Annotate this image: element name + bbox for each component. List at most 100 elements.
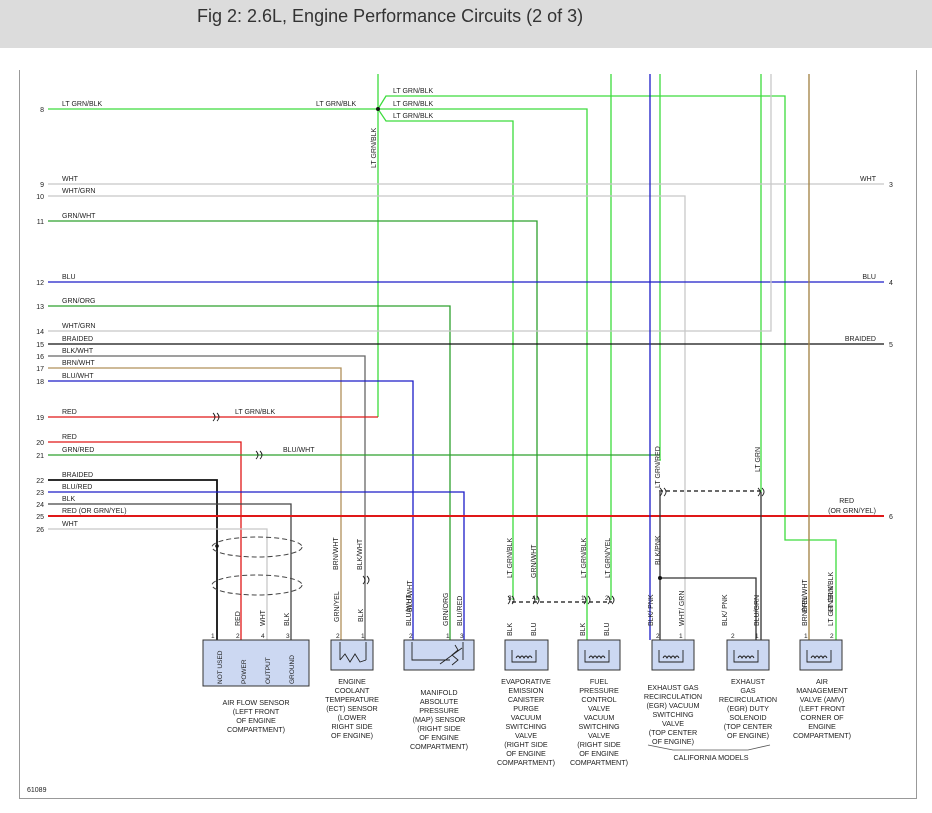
caption-evap-7: (RIGHT SIDE [504, 740, 548, 749]
caption-afs-1: (LEFT FRONT [233, 707, 280, 716]
caption-map-1: ABSOLUTE [420, 697, 459, 706]
wire-label-w9: WHT [62, 176, 79, 183]
connector-pin-number-12: 2 [605, 595, 609, 602]
pin-number-8: 8 [40, 107, 44, 114]
wire-label-v_ltgrn: LT GRN [755, 447, 762, 472]
pin-number-14: 14 [36, 329, 44, 336]
caption-ect-1: COOLANT [335, 686, 370, 695]
caption-map-3: (MAP) SENSOR [413, 715, 466, 724]
connector-pin-number-3: 3 [286, 633, 290, 640]
wire-evap-feed [377, 108, 514, 600]
wire-26 [48, 528, 268, 640]
pin-number-22: 22 [36, 478, 44, 485]
wire-label-w19: RED [62, 409, 77, 416]
connector-pin-number-9: 3 [508, 595, 512, 602]
connector-pin-number-6: 2 [409, 633, 413, 640]
wire-label-w12: BLU [62, 274, 76, 281]
pin-label-afs-1: WHT [260, 609, 267, 626]
caption-egrv-6: OF ENGINE) [652, 737, 694, 746]
caption-ect-3: (ECT) SENSOR [326, 704, 378, 713]
pin-label-map-0: BLU/WHT [406, 594, 413, 626]
pin-label-amv-1: LT GRN/BLK [828, 585, 835, 626]
wire-layer [48, 74, 884, 751]
pin-number-right-3: 3 [889, 182, 893, 189]
wire-label-t1: LT GRN/BLK [393, 88, 434, 95]
caption-afs-2: OF ENGINE [236, 716, 276, 725]
ect-thermistor-symbol [339, 642, 367, 663]
pin-label-egrv-0: BLK/ PNK [648, 594, 655, 626]
wire-label-r3: WHT [860, 176, 877, 183]
label-layer: 8910111213141516171819202122232425263456… [27, 88, 893, 794]
pin-number-18: 18 [36, 379, 44, 386]
pin-number-26: 26 [36, 527, 44, 534]
figure-header: Fig 2: 2.6L, Engine Performance Circuits… [0, 0, 932, 48]
wire-label-v_bluwht: BLU/WHT [407, 580, 414, 612]
pin-number-10: 10 [36, 194, 44, 201]
caption-evap-6: VALVE [515, 731, 537, 740]
wire-label-w15: BRAIDED [62, 336, 93, 343]
caption-egrd-6: OF ENGINE) [727, 731, 769, 740]
caption-map-2: PRESSURE [419, 706, 459, 715]
connector-pin-number-18: 2 [830, 633, 834, 640]
pin-number-13: 13 [36, 304, 44, 311]
connector-pin-number-15: 2 [731, 633, 735, 640]
component-afs [202, 639, 310, 687]
wire-label-t2: LT GRN/BLK [393, 101, 434, 108]
wire-label-w16: BLK/WHT [62, 348, 94, 355]
connector-pin-number-1: 2 [236, 633, 240, 640]
component-egrv [651, 639, 695, 671]
caption-egrv-4: VALVE [662, 719, 684, 728]
wire-label-v_ltgrnred: LT GRN/RED [655, 446, 662, 488]
connector-tick-6 [532, 595, 540, 605]
pin-number-19: 19 [36, 415, 44, 422]
coil-symbol-1 [584, 650, 610, 663]
pin-label-egrd-1: BLU/GRN [754, 595, 761, 626]
connector-pin-number-0: 1 [211, 633, 215, 640]
pin-number-right-4: 4 [889, 280, 893, 287]
caption-egrd-4: SOLENOID [729, 713, 766, 722]
connector-tick-3 [757, 487, 765, 497]
pin-label-fpc-0: BLK [580, 622, 587, 636]
caption-egrd-3: (EGR) DUTY [727, 704, 769, 713]
component-amv [799, 639, 843, 671]
caption-amv-6: COMPARTMENT) [793, 731, 851, 740]
caption-ect-0: ENGINE [338, 677, 366, 686]
wire-label-w20: RED [62, 434, 77, 441]
connector-tick-7 [583, 595, 591, 605]
caption-fpc-9: COMPARTMENT) [570, 758, 628, 767]
wire-label-w13: GRN/ORG [62, 298, 95, 305]
connector-pin-number-10: 4 [532, 595, 536, 602]
caption-evap-9: COMPARTMENT) [497, 758, 555, 767]
wire-label-w23: BLU/RED [62, 484, 92, 491]
coil-symbol-0 [511, 650, 537, 663]
caption-egrv-2: (EGR) VACUUM [647, 701, 700, 710]
figure-id: 61089 [27, 787, 47, 794]
pin-number-15: 15 [36, 342, 44, 349]
pin-number-21: 21 [36, 453, 44, 460]
california-bracket [647, 744, 771, 751]
caption-fpc-7: (RIGHT SIDE [577, 740, 621, 749]
pin-label-evap-0: BLK [507, 622, 514, 636]
component-map [403, 639, 475, 671]
wire-label-w17: BRN/WHT [62, 360, 95, 367]
component-layer [202, 107, 843, 687]
caption-egrd-0: EXHAUST [731, 677, 766, 686]
pin-number-24: 24 [36, 502, 44, 509]
pin-label-afs-0: RED [235, 611, 242, 626]
wire-label-w10: WHT/GRN [62, 188, 95, 195]
wire-label-w21b: BLU/WHT [283, 447, 315, 454]
connector-tick-8 [607, 595, 615, 605]
wire-label-t3: LT GRN/BLK [393, 113, 434, 120]
wire-label-w24: BLK [62, 496, 76, 503]
caption-amv-1: MANAGEMENT [796, 686, 848, 695]
caption-map-4: (RIGHT SIDE [417, 724, 461, 733]
shield-ellipse-top [211, 536, 303, 558]
wire-10 [48, 195, 686, 640]
caption-egrd-5: (TOP CENTER [724, 722, 772, 731]
connector-tick-5 [507, 595, 515, 605]
wire-23 [48, 491, 465, 640]
caption-evap-2: CANISTER [508, 695, 544, 704]
wire-16 [48, 355, 366, 640]
pin-label-fpc-1: BLU [604, 622, 611, 636]
